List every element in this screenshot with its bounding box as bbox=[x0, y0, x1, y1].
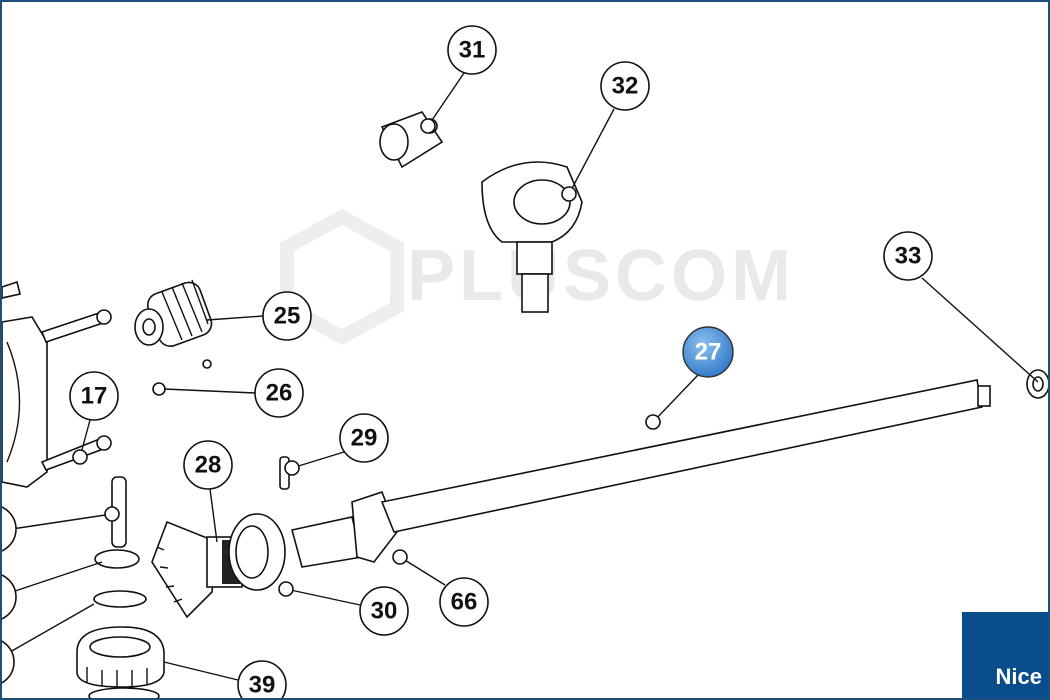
svg-text:PLUSCOM: PLUSCOM bbox=[407, 236, 795, 316]
part-25-worm bbox=[134, 279, 213, 347]
callout-39[interactable]: 39 bbox=[237, 660, 287, 700]
svg-text:17: 17 bbox=[81, 383, 108, 410]
callout-partial bbox=[2, 506, 17, 552]
part-washers bbox=[88, 549, 160, 698]
part-30-bearing bbox=[228, 513, 286, 591]
svg-text:27: 27 bbox=[695, 339, 722, 366]
svg-text:29: 29 bbox=[351, 425, 378, 452]
svg-text:31: 31 bbox=[459, 37, 486, 64]
part-27-shaft bbox=[291, 379, 991, 568]
callout-partial bbox=[2, 574, 17, 620]
callout-66[interactable]: 66 bbox=[439, 577, 489, 627]
callout-28[interactable]: 28 bbox=[183, 440, 233, 490]
callout-32[interactable]: 32 bbox=[600, 61, 650, 111]
part-housing bbox=[2, 280, 112, 488]
part-small-ball bbox=[202, 359, 212, 369]
callout-17[interactable]: 17 bbox=[69, 371, 119, 421]
svg-text:26: 26 bbox=[266, 380, 293, 407]
part-26-ball bbox=[152, 382, 166, 396]
part-32-fork bbox=[481, 161, 583, 313]
callout-27-highlighted[interactable]: 27 bbox=[682, 326, 734, 378]
callout-29[interactable]: 29 bbox=[339, 413, 389, 463]
callout-30[interactable]: 30 bbox=[359, 586, 409, 636]
svg-text:30: 30 bbox=[371, 598, 398, 625]
svg-text:39: 39 bbox=[249, 672, 276, 699]
svg-text:32: 32 bbox=[612, 73, 639, 100]
svg-text:28: 28 bbox=[195, 452, 222, 479]
watermark: PLUSCOM bbox=[280, 209, 795, 345]
callout-31[interactable]: 31 bbox=[447, 25, 497, 75]
svg-text:33: 33 bbox=[895, 243, 922, 270]
svg-text:66: 66 bbox=[451, 589, 478, 616]
callout-25[interactable]: 25 bbox=[262, 291, 312, 341]
svg-text:25: 25 bbox=[274, 303, 301, 330]
callout-33[interactable]: 33 bbox=[883, 231, 933, 281]
leader-lines bbox=[9, 72, 1039, 681]
callout-partial bbox=[2, 640, 15, 684]
callout-26[interactable]: 26 bbox=[254, 368, 304, 418]
part-28-bevel-gear bbox=[151, 520, 243, 619]
logo-text: Nice bbox=[995, 664, 1042, 689]
nice-logo: Nice bbox=[962, 612, 1048, 698]
part-39-gear bbox=[76, 626, 165, 688]
